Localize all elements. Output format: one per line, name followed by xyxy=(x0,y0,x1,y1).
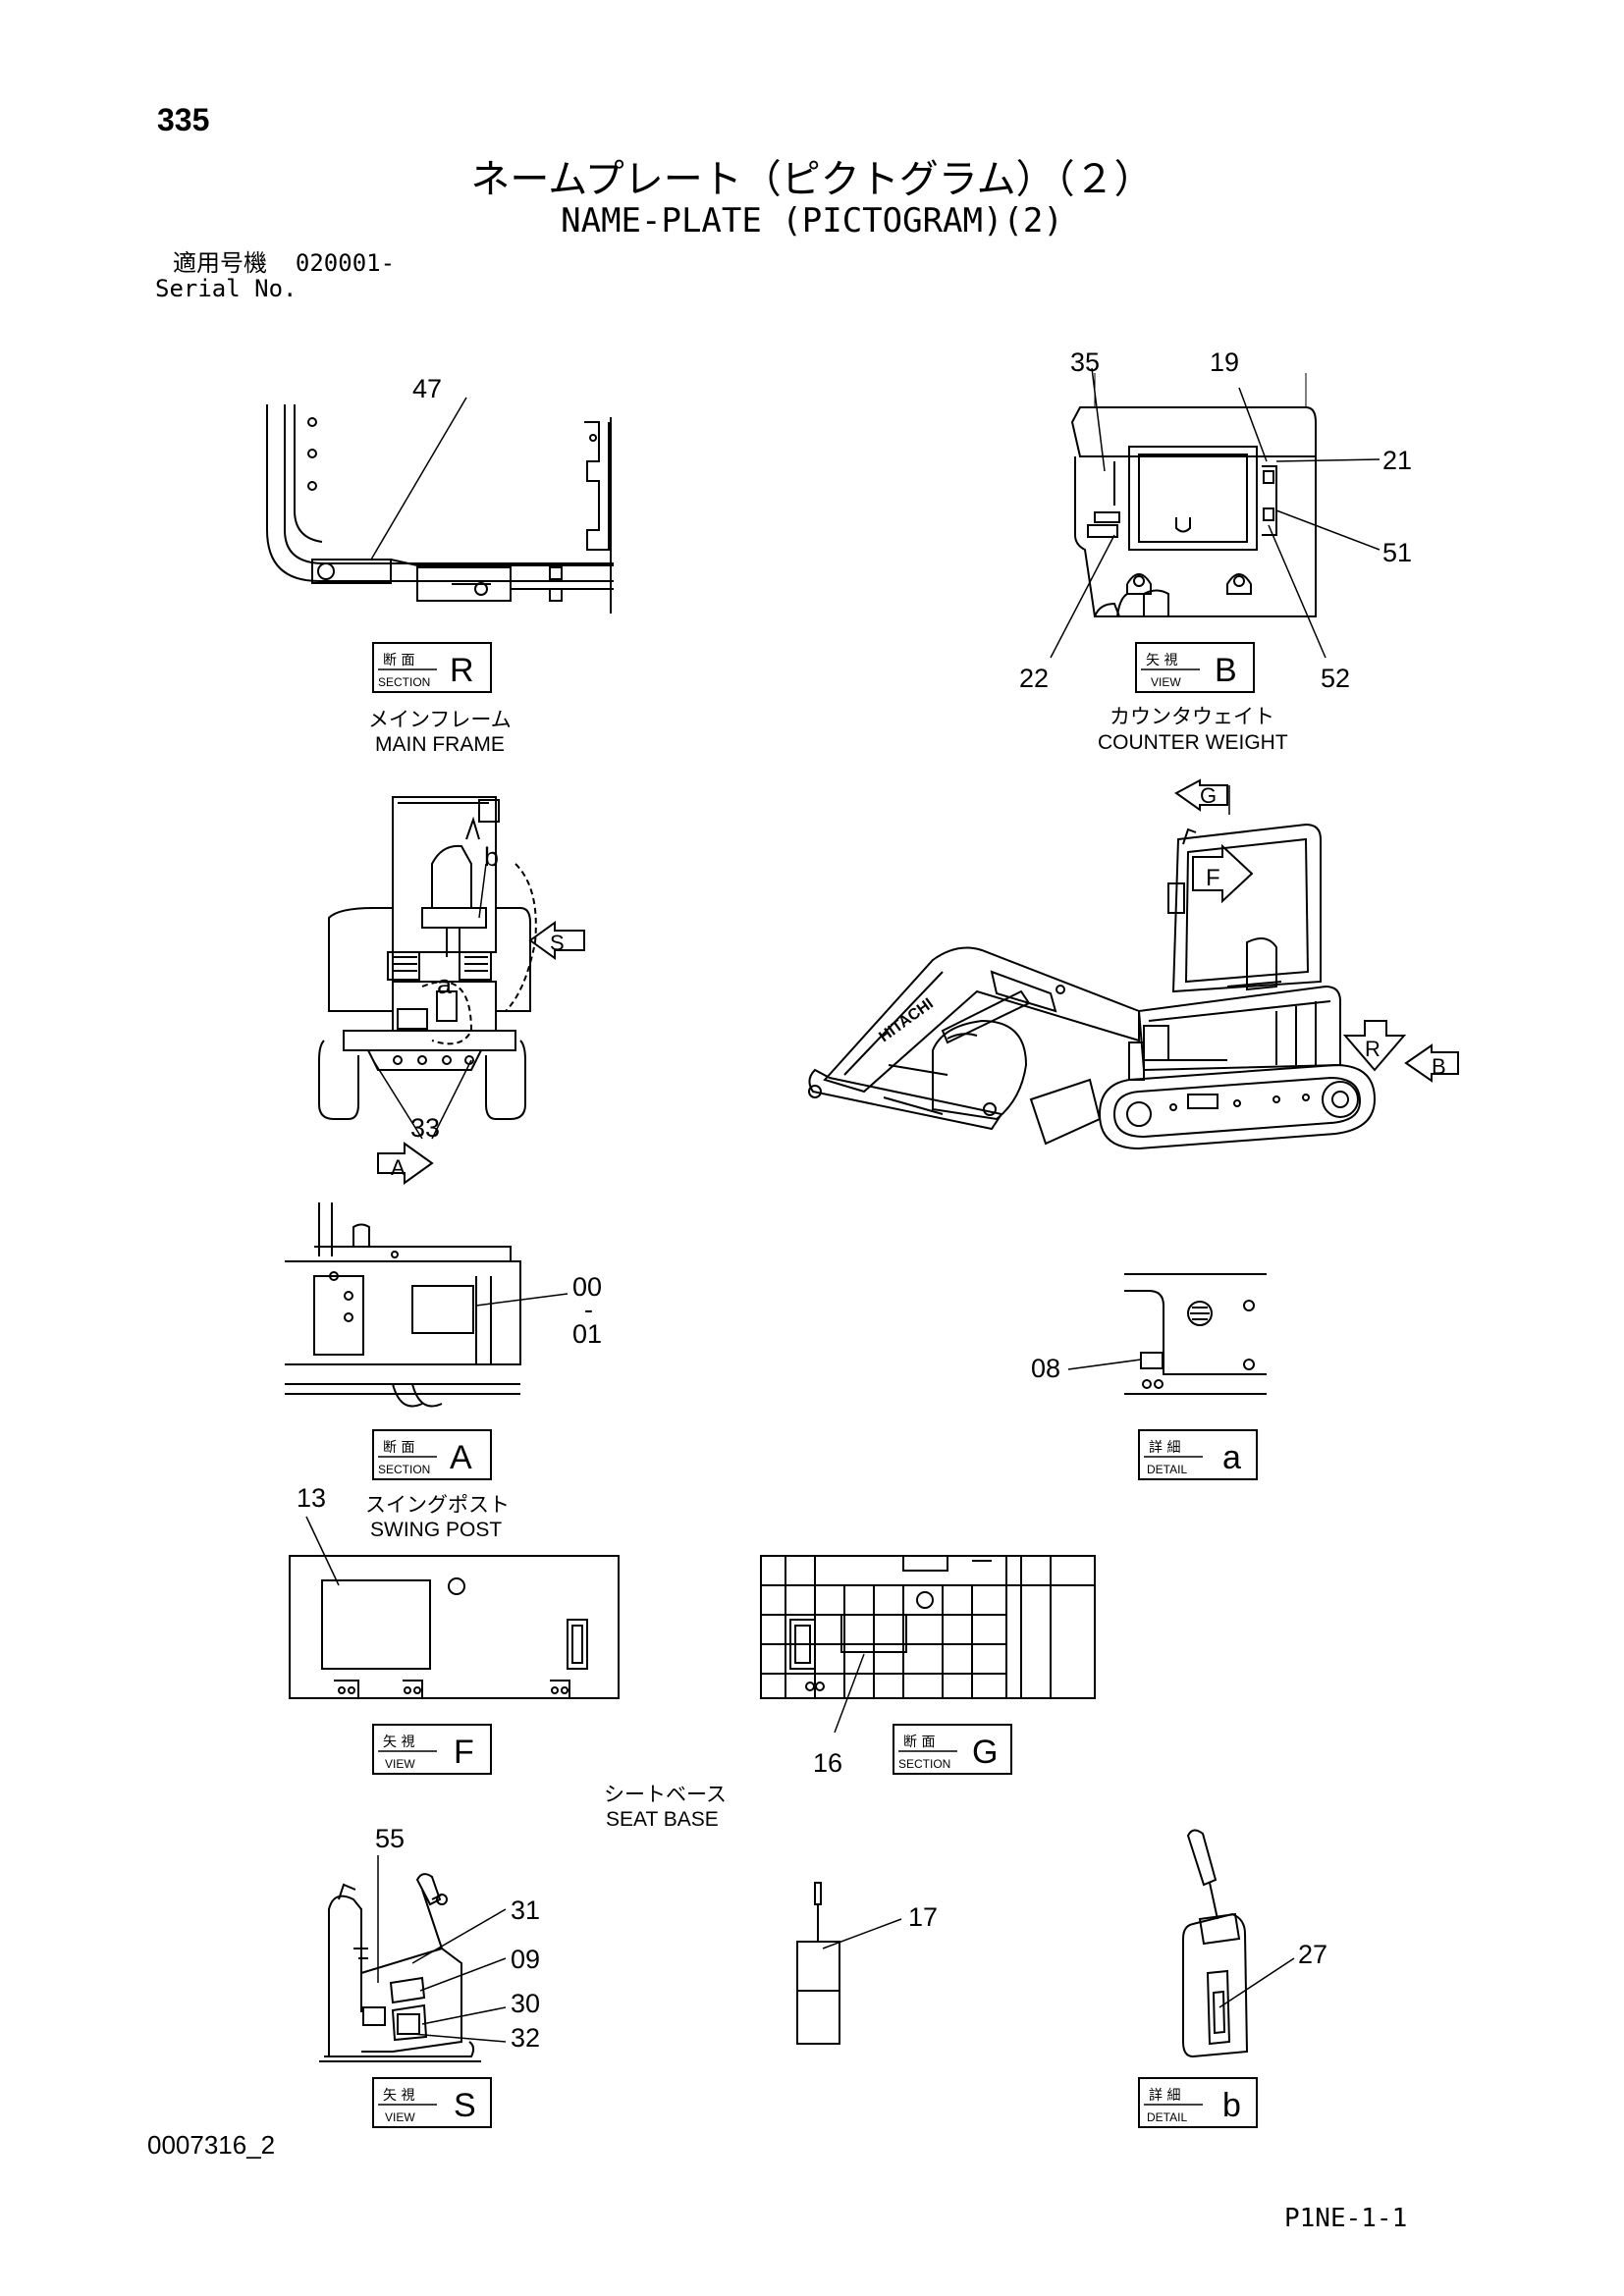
swing-post-label-en: SWING POST xyxy=(370,1519,502,1541)
counter-weight-drawing xyxy=(1050,367,1380,659)
page-title-english: NAME-PLATE (PICTOGRAM)(2) xyxy=(561,201,1063,240)
callout-35: 35 xyxy=(1070,347,1100,377)
serial-block: 適用号機 020001- Serial No. xyxy=(155,250,395,301)
detail-b-tag: 詳 細 DETAIL b xyxy=(1138,2077,1258,2128)
section-a-tag: 断 面 SECTION A xyxy=(372,1429,492,1480)
svg-text:A: A xyxy=(450,1439,472,1476)
counter-weight-label-jp: カウンタウェイト xyxy=(1110,705,1274,728)
callout-32: 32 xyxy=(511,2023,540,2053)
detail-b-drawing xyxy=(1182,1829,1295,2058)
seat-base-drawing xyxy=(760,1555,1096,1734)
detail-a-tag: 詳 細 DETAIL a xyxy=(1138,1429,1258,1480)
key-tag-drawing xyxy=(796,1882,902,2045)
svg-text:G: G xyxy=(972,1734,998,1771)
page-number: 335 xyxy=(157,102,210,137)
view-s-tag: 矢 視 VIEW S xyxy=(372,2077,492,2128)
callout-13: 13 xyxy=(297,1483,326,1513)
svg-text:詳 細: 詳 細 xyxy=(1149,1440,1180,1456)
callout-47: 47 xyxy=(412,374,442,403)
svg-text:断 面: 断 面 xyxy=(903,1735,935,1750)
svg-text:R: R xyxy=(450,652,474,689)
brand-text: HITACHI xyxy=(876,995,937,1045)
svg-text:A: A xyxy=(391,1155,406,1180)
svg-text:断 面: 断 面 xyxy=(383,1440,414,1456)
swing-post-label-jp: スイングポスト xyxy=(365,1493,510,1517)
svg-text:SECTION: SECTION xyxy=(378,1463,430,1476)
section-r-tag: 断 面 SECTION R xyxy=(372,642,492,693)
svg-text:F: F xyxy=(454,1734,474,1771)
callout-31: 31 xyxy=(511,1896,540,1925)
callout-a: a xyxy=(437,970,453,999)
view-f-arrow: F xyxy=(1192,843,1254,904)
view-b-tag: 矢 視 VIEW B xyxy=(1135,642,1255,693)
section-a-drawing xyxy=(285,1202,568,1408)
section-r-arrow: R xyxy=(1342,1020,1407,1072)
swing-post-drawing xyxy=(289,1516,620,1699)
svg-text:F: F xyxy=(1206,865,1220,891)
serial-value: 020001- xyxy=(295,249,396,277)
callout-55: 55 xyxy=(375,1824,405,1853)
view-a-arrow: A xyxy=(377,1142,434,1185)
seat-base-label-en: SEAT BASE xyxy=(606,1808,719,1831)
svg-text:矢 視: 矢 視 xyxy=(1146,653,1177,668)
detail-a-drawing xyxy=(1067,1273,1267,1395)
svg-text:詳 細: 詳 細 xyxy=(1149,2088,1180,2104)
callout-21: 21 xyxy=(1382,446,1412,475)
callout-00: 00 xyxy=(572,1272,602,1302)
svg-text:b: b xyxy=(1222,2087,1241,2124)
callout-08: 08 xyxy=(1031,1354,1060,1383)
svg-text:VIEW: VIEW xyxy=(385,1757,415,1771)
seat-base-label-jp: シートベース xyxy=(604,1783,727,1806)
svg-text:矢 視: 矢 視 xyxy=(383,2088,414,2104)
callout-22: 22 xyxy=(1019,664,1049,693)
callout-19: 19 xyxy=(1210,347,1239,377)
svg-text:G: G xyxy=(1200,783,1217,808)
excavator-side-view-drawing xyxy=(808,823,1377,1150)
drawing-id: 0007316_2 xyxy=(147,2130,276,2160)
svg-text:B: B xyxy=(1215,652,1237,689)
serial-label-jp: 適用号機 xyxy=(173,249,267,277)
svg-text:矢 視: 矢 視 xyxy=(383,1735,414,1750)
callout-27: 27 xyxy=(1298,1940,1327,1969)
page-title-japanese: ネームプレート（ピクトグラム）（２） xyxy=(470,157,1154,202)
counter-weight-label-en: COUNTER WEIGHT xyxy=(1098,731,1288,754)
svg-text:a: a xyxy=(1222,1439,1241,1476)
svg-text:S: S xyxy=(550,931,565,955)
callout-16: 16 xyxy=(813,1748,842,1778)
svg-text:断 面: 断 面 xyxy=(383,653,414,668)
svg-text:SECTION: SECTION xyxy=(898,1757,950,1771)
svg-text:R: R xyxy=(1365,1037,1380,1061)
section-g-arrow: G xyxy=(1174,778,1230,815)
view-s-arrow: S xyxy=(528,921,585,960)
callout-dash: - xyxy=(584,1295,593,1324)
main-frame-label-jp: メインフレーム xyxy=(368,708,512,731)
svg-text:VIEW: VIEW xyxy=(1151,675,1181,689)
svg-text:DETAIL: DETAIL xyxy=(1147,1463,1187,1476)
main-frame-label-en: MAIN FRAME xyxy=(375,733,505,756)
page-code: P1NE-1-1 xyxy=(1284,2204,1408,2233)
callout-33: 33 xyxy=(410,1113,440,1143)
callout-17: 17 xyxy=(908,1902,938,1932)
callout-51: 51 xyxy=(1382,538,1412,567)
callout-b: b xyxy=(484,842,499,872)
callout-01: 01 xyxy=(572,1319,602,1349)
svg-text:SECTION: SECTION xyxy=(378,675,430,689)
svg-text:VIEW: VIEW xyxy=(385,2110,415,2124)
svg-text:S: S xyxy=(454,2087,476,2124)
main-frame-drawing xyxy=(266,397,614,614)
view-f-tag: 矢 視 VIEW F xyxy=(372,1724,492,1775)
machine-rear-view-drawing xyxy=(318,796,537,1140)
svg-text:B: B xyxy=(1432,1054,1446,1079)
serial-label-en: Serial No. xyxy=(155,275,298,302)
view-s-drawing xyxy=(319,1855,507,2062)
callout-09: 09 xyxy=(511,1945,540,1974)
view-b-arrow: B xyxy=(1404,1043,1459,1083)
svg-text:DETAIL: DETAIL xyxy=(1147,2110,1187,2124)
section-g-tag: 断 面 SECTION G xyxy=(893,1724,1012,1775)
callout-52: 52 xyxy=(1321,664,1350,693)
callout-30: 30 xyxy=(511,1989,540,2018)
